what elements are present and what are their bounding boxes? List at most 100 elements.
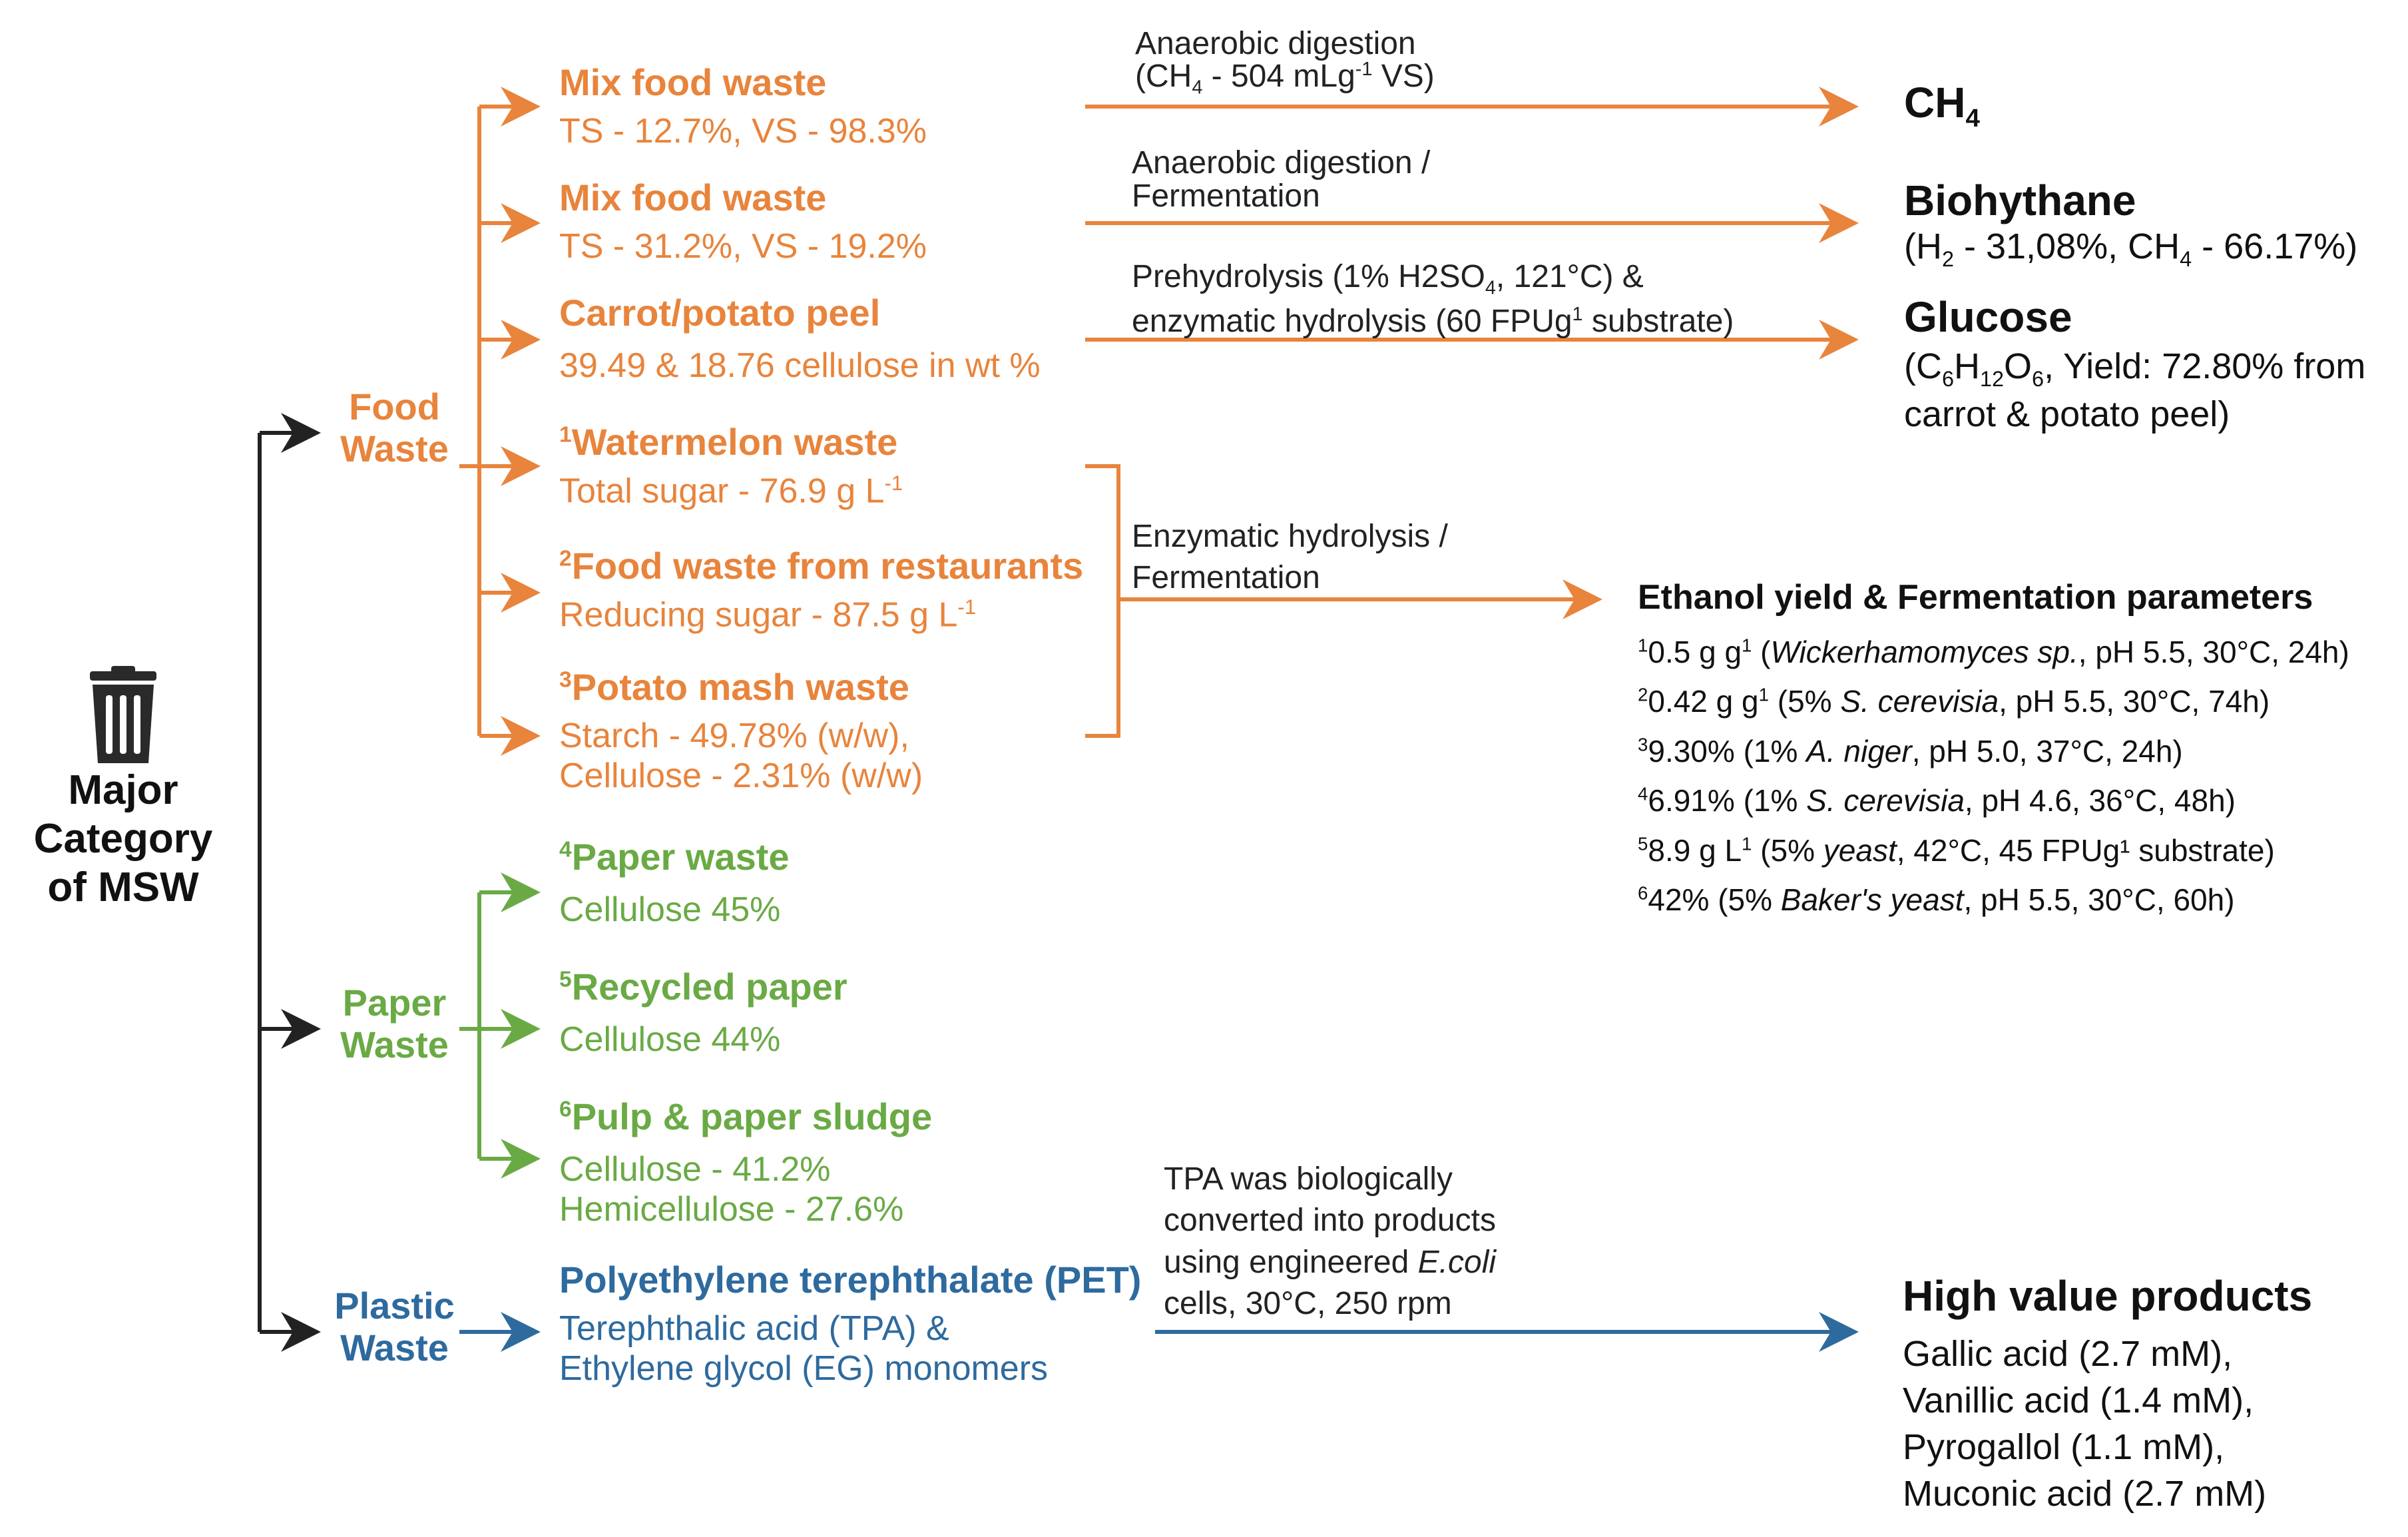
process-anaerobic-digestion: Anaerobic digestion (CH4 - 504 mLg-1 VS) [1135, 28, 1435, 97]
product-text: H [1954, 346, 1980, 386]
process-text: , 121°C) & [1495, 259, 1644, 294]
product-text: O [2004, 346, 2033, 386]
ethanol-row-sup: 4 [1638, 784, 1648, 805]
ethanol-row-sup: 2 [1638, 684, 1648, 705]
food-item-5: 2Food waste from restaurants Reducing su… [559, 545, 1083, 636]
food-item-1: Mix food waste TS - 12.7%, VS - 98.3% [559, 61, 927, 152]
product-sub: 2 [1941, 246, 1954, 271]
food-item-detail: Reducing sugar - 87.5 g L [559, 595, 958, 635]
ethanol-row: 642% (5% Baker's yeast, pH 5.5, 30°C, 60… [1638, 875, 2349, 925]
ethanol-row-i: A. niger [1806, 733, 1912, 768]
ethanol-row-c: , 42°C, 45 FPUg¹ substrate) [1896, 832, 2275, 868]
process-line1: TPA was biologically [1164, 1161, 1453, 1197]
product-sub: 6 [1941, 366, 1954, 391]
hvp-row: Pyrogallol (1.1 mM), [1903, 1426, 2225, 1467]
food-branches [459, 87, 1859, 756]
food-item-title: Potato mash waste [571, 666, 909, 708]
paper-item-detail: Cellulose - 41.2% [559, 1150, 831, 1189]
process-tpa-conversion: TPA was biologically converted into prod… [1164, 1159, 1496, 1325]
ethanol-row-i: S. cerevisia [1806, 783, 1965, 818]
food-item-title: Watermelon waste [571, 421, 898, 463]
category-paper-line2: Waste [340, 1023, 449, 1066]
ethanol-row-c: , pH 5.5, 30°C, 60h) [1963, 882, 2235, 918]
product-sub: 12 [1980, 366, 2005, 391]
ethanol-row-a: 42% (5% [1648, 882, 1781, 918]
paper-item-detail-2: Hemicellulose - 27.6% [559, 1190, 904, 1229]
food-item-detail: TS - 31.2%, VS - 19.2% [559, 227, 927, 266]
product-ch4: CH4 [1904, 79, 1980, 133]
ethanol-row-i: S. cerevisia [1840, 684, 1999, 719]
trash-can-icon [77, 666, 170, 766]
ethanol-title: Ethanol yield & Fermentation parameters [1638, 578, 2313, 617]
category-paper-line1: Paper [342, 982, 447, 1024]
root-label: Major Category of MSW [27, 766, 220, 912]
food-item-detail: TS - 12.7%, VS - 98.3% [559, 112, 927, 151]
food-item-title: Mix food waste [559, 61, 827, 103]
food-item-detail-2: Cellulose - 2.31% (w/w) [559, 757, 923, 796]
paper-item-title: Recycled paper [571, 966, 847, 1008]
paper-item-title: Paper waste [571, 836, 790, 878]
food-item-title: Mix food waste [559, 176, 827, 218]
process-text: Prehydrolysis (1% H2SO [1132, 259, 1485, 294]
ethanol-row-a: 0.42 g g [1648, 684, 1759, 719]
plastic-item: Polyethylene terephthalate (PET) Terepht… [559, 1259, 1141, 1389]
ethanol-row-a: 0.5 g g [1648, 634, 1742, 669]
process-ad-fermentation: Anaerobic digestion / Fermentation [1132, 145, 1431, 214]
ethanol-row-c: , pH 4.6, 36°C, 48h) [1964, 783, 2236, 818]
process-text: (CH [1135, 59, 1192, 94]
paper-item-title: Pulp & paper sludge [571, 1095, 933, 1137]
food-item-detail: Total sugar - 76.9 g L [559, 471, 885, 511]
food-item-title: Carrot/potato peel [559, 292, 881, 334]
ethanol-row-sup2: 1 [1742, 635, 1752, 656]
paper-item-3: 6Pulp & paper sludge Cellulose - 41.2% H… [559, 1095, 932, 1230]
ethanol-row-c: , pH 5.5, 30°C, 24h) [2078, 634, 2349, 669]
process-line2: Fermentation [1132, 178, 1320, 214]
category-plastic-line1: Plastic [334, 1285, 455, 1327]
product-title: Glucose [1904, 293, 2072, 341]
food-item-4: 1Watermelon waste Total sugar - 76.9 g L… [559, 421, 903, 512]
product-text: (H [1904, 226, 1942, 266]
ethanol-row: 58.9 g L1 (5% yeast, 42°C, 45 FPUg¹ subs… [1638, 826, 2349, 876]
process-line1: Anaerobic digestion / [1132, 145, 1431, 180]
ref-sup: 6 [559, 1097, 572, 1122]
plastic-item-title: Polyethylene terephthalate (PET) [559, 1259, 1142, 1301]
paper-item-1: 4Paper waste Cellulose 45% [559, 836, 790, 930]
category-food-line2: Waste [340, 427, 449, 469]
food-item-title: Food waste from restaurants [571, 545, 1084, 587]
ethanol-row-sup2: 1 [1758, 684, 1769, 705]
product-high-value: High value products Gallic acid (2.7 mM)… [1903, 1272, 2312, 1517]
hvp-title: High value products [1903, 1272, 2313, 1320]
process-text: using engineered [1164, 1244, 1418, 1280]
ethanol-row: 39.30% (1% A. niger, pH 5.0, 37°C, 24h) [1638, 727, 2349, 776]
process-sup: 1 [1572, 304, 1583, 326]
product-sub: 4 [1965, 103, 1980, 133]
ethanol-row-i: Baker's yeast [1780, 882, 1964, 918]
process-enzymatic-hydrolysis: Enzymatic hydrolysis / Fermentation [1132, 516, 1448, 599]
ethanol-row-a: 9.30% (1% [1648, 733, 1807, 768]
process-sup: -1 [1355, 59, 1373, 80]
ref-sup: 2 [559, 546, 572, 571]
product-ethanol: Ethanol yield & Fermentation parameters … [1638, 578, 2349, 925]
ethanol-row-sup: 6 [1638, 883, 1648, 904]
ref-sup: 4 [559, 837, 572, 862]
product-text: , Yield: 72.80% from [2044, 346, 2366, 386]
ethanol-row-a: 8.9 g L [1648, 832, 1742, 868]
food-item-detail: Starch - 49.78% (w/w), [559, 717, 909, 756]
paper-item-detail: Cellulose 44% [559, 1020, 781, 1060]
root-line2: Category [33, 816, 213, 862]
food-item-3: Carrot/potato peel 39.49 & 18.76 cellulo… [559, 292, 1041, 386]
product-text: - 31,08%, CH [1954, 226, 2180, 266]
product-text: CH [1904, 79, 1966, 127]
product-text: - 66.17%) [2192, 226, 2358, 266]
process-text: substrate) [1582, 304, 1734, 340]
plastic-item-detail-2: Ethylene glycol (EG) monomers [559, 1349, 1049, 1388]
process-line4: cells, 30°C, 250 rpm [1164, 1286, 1452, 1322]
plastic-item-detail: Terephthalic acid (TPA) & [559, 1309, 949, 1349]
product-biohythane: Biohythane (H2 - 31,08%, CH4 - 66.17%) [1904, 176, 2357, 272]
unit-sup: -1 [957, 595, 977, 619]
process-text: - 504 mLg [1202, 59, 1355, 94]
process-prehydrolysis: Prehydrolysis (1% H2SO4, 121°C) & enzyma… [1132, 256, 1734, 342]
ethanol-row: 20.42 g g1 (5% S. cerevisia, pH 5.5, 30°… [1638, 677, 2349, 727]
food-item-6: 3Potato mash waste Starch - 49.78% (w/w)… [559, 666, 923, 796]
